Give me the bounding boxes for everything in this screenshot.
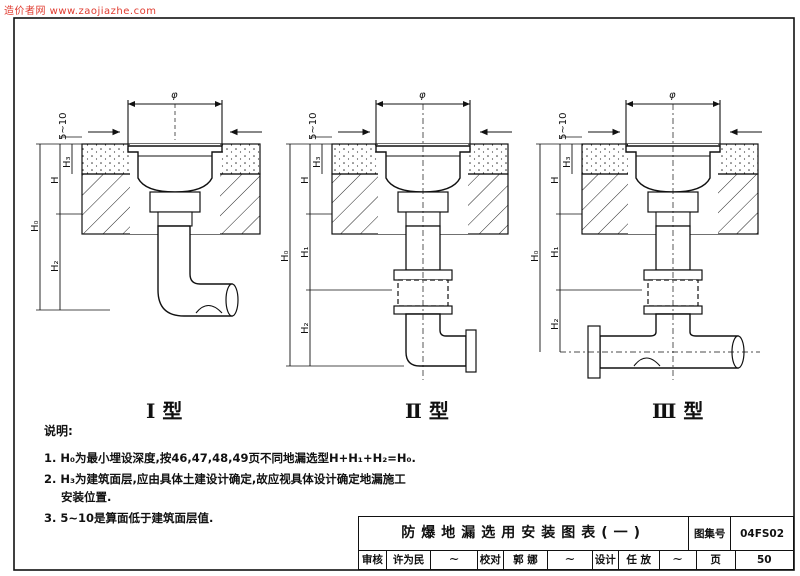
notes: 说明: 1. H₀为最小埋设深度,按46,47,48,49页不同地漏选型H+H₁… — [44, 422, 416, 530]
dim-h0-1: H₀ — [30, 220, 41, 232]
type-1-detail — [36, 100, 262, 317]
note-1: 1. H₀为最小埋设深度,按46,47,48,49页不同地漏选型H+H₁+H₂=… — [44, 451, 416, 465]
page-label: 页 — [697, 550, 736, 569]
dim-h3-2: H₃ — [312, 156, 323, 168]
check-label: 校对 — [478, 550, 504, 569]
design-label: 设计 — [593, 550, 619, 569]
title-block: 防爆地漏选用安装图表(一) 图集号 04FS02 审核 许为民 ~ 校对 郭 娜… — [358, 516, 794, 570]
watermark: 造价者网 www.zaojiazhe.com — [4, 6, 157, 17]
pipe-tee — [599, 313, 739, 369]
type-2-detail — [286, 100, 512, 380]
type-2-label: Ⅱ 型 — [405, 399, 449, 423]
check-signature: ~ — [548, 550, 593, 569]
drawing-title: 防爆地漏选用安装图表(一) — [359, 517, 690, 550]
dim-h-2: H — [300, 176, 311, 184]
review-label: 审核 — [359, 550, 387, 569]
dim-h1-3: H₁ — [550, 246, 561, 258]
dim-h1-2: H₁ — [300, 246, 311, 258]
type-1-label: Ⅰ 型 — [146, 399, 183, 423]
dim-h3-1: H₃ — [62, 156, 73, 168]
dim-h0-3: H₀ — [530, 250, 541, 262]
notes-heading: 说明: — [44, 424, 73, 438]
dim-h3-3: H₃ — [562, 156, 573, 168]
dim-h-3: H — [550, 176, 561, 184]
dim-5-10-2: 5~10 — [308, 113, 319, 140]
check-name: 郭 娜 — [504, 550, 549, 569]
atlas-number: 04FS02 — [740, 527, 785, 540]
dim-h2-1: H₂ — [50, 260, 61, 272]
dim-h2-2: H₂ — [300, 322, 311, 334]
design-signature: ~ — [660, 550, 697, 569]
pipe-elbow — [157, 225, 233, 317]
dim-h2-3: H₂ — [550, 318, 561, 330]
dim-phi-1: φ — [171, 90, 178, 101]
dim-phi-2: φ — [419, 90, 426, 101]
review-name: 许为民 — [387, 550, 432, 569]
dim-h0-2: H₀ — [280, 250, 291, 262]
atlas-label: 图集号 — [689, 517, 732, 550]
note-2-continued: 安装位置. — [61, 490, 112, 504]
page-number: 50 — [757, 553, 772, 566]
dim-5-10-1: 5~10 — [58, 113, 69, 140]
type-3-label: Ⅲ 型 — [652, 399, 704, 423]
pipe-elbow — [405, 313, 467, 367]
type-3-detail — [536, 100, 762, 380]
sheet-frame — [13, 17, 795, 571]
review-signature: ~ — [431, 550, 478, 569]
dim-5-10-3: 5~10 — [558, 113, 569, 140]
design-name: 任 放 — [619, 550, 660, 569]
note-2: 2. H₃为建筑面层,应由具体土建设计确定,故应视具体设计确定地漏施工 — [44, 472, 406, 486]
note-3: 3. 5~10是算面低于建筑面层值. — [44, 511, 214, 525]
dim-phi-3: φ — [669, 90, 676, 101]
dim-h-1: H — [50, 176, 61, 184]
